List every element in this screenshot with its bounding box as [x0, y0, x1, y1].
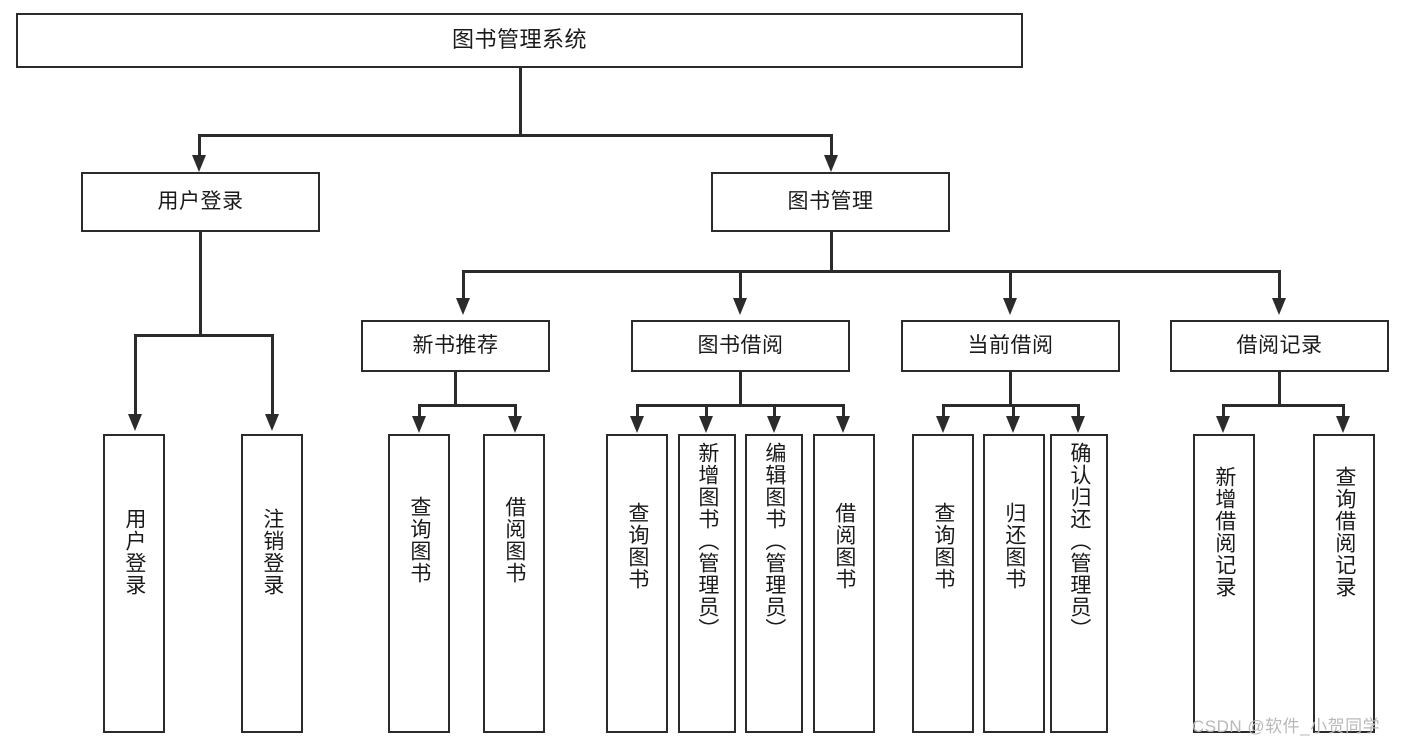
leaf-add-book-admin[interactable]: 新增图书（管理员）	[678, 434, 736, 733]
leaf-edit-book-admin[interactable]: 编辑图书（管理员）	[745, 434, 803, 733]
connector-new-book-to-leaf-2	[514, 404, 517, 418]
arrowhead-book-borrow-to-leaf-1	[630, 416, 644, 433]
arrowhead-borrow-records-to-leaf-2	[1336, 416, 1350, 433]
node-book-borrow[interactable]: 图书借阅	[631, 320, 850, 372]
arrowhead-new-book-to-leaf-2	[508, 416, 522, 433]
leaf-query-books-current-label: 查询图书	[931, 502, 955, 590]
connector-book-borrow-stem	[739, 372, 742, 406]
arrowhead-current-borrow-to-leaf-3	[1071, 416, 1085, 433]
node-book-management-label: 图书管理	[787, 190, 874, 214]
connector-new-book-stem	[454, 372, 457, 406]
leaf-query-books-borrow-label: 查询图书	[625, 502, 649, 590]
node-new-book-recommend[interactable]: 新书推荐	[361, 320, 550, 372]
arrowhead-book-mgmt-to-current	[1003, 298, 1017, 315]
connector-borrow-records-to-leaf-1	[1222, 404, 1225, 418]
arrowhead-book-mgmt-to-records	[1272, 298, 1286, 315]
leaf-borrow-book-label: 借阅图书	[832, 502, 856, 590]
arrowhead-user-login-to-leaf-1	[128, 414, 142, 431]
arrowhead-new-book-to-leaf-1	[412, 416, 426, 433]
connector-new-book-bar	[418, 404, 516, 407]
leaf-logout[interactable]: 注销登录	[241, 434, 303, 733]
leaf-query-books-borrow[interactable]: 查询图书	[606, 434, 668, 733]
leaf-return-book-label: 归还图书	[1002, 502, 1026, 590]
node-new-book-recommend-label: 新书推荐	[412, 334, 499, 358]
connector-new-book-to-leaf-1	[418, 404, 421, 418]
node-borrow-records-label: 借阅记录	[1236, 334, 1323, 358]
leaf-query-borrow-record-label: 查询借阅记录	[1332, 466, 1356, 598]
connector-user-login-to-leaf-2	[271, 334, 274, 416]
arrowhead-current-borrow-to-leaf-1	[936, 416, 950, 433]
connector-book-borrow-bar	[636, 404, 844, 407]
arrowhead-book-borrow-to-leaf-3	[767, 416, 781, 433]
arrowhead-book-borrow-to-leaf-4	[836, 416, 850, 433]
connector-current-borrow-stem	[1009, 372, 1012, 406]
arrowhead-root-to-user-login	[192, 155, 206, 172]
arrowhead-current-borrow-to-leaf-2	[1006, 416, 1020, 433]
connector-root-bar	[198, 134, 832, 137]
leaf-query-books-recommend-label: 查询图书	[407, 496, 431, 584]
connector-current-borrow-to-leaf-2	[1012, 404, 1015, 418]
node-current-borrow[interactable]: 当前借阅	[901, 320, 1120, 372]
leaf-edit-book-admin-label: 编辑图书（管理员）	[762, 442, 786, 640]
leaf-borrow-book[interactable]: 借阅图书	[813, 434, 875, 733]
node-book-borrow-label: 图书借阅	[697, 334, 784, 358]
leaf-confirm-return-admin-label: 确认归还（管理员）	[1067, 442, 1091, 640]
leaf-return-book[interactable]: 归还图书	[983, 434, 1045, 733]
connector-borrow-records-bar	[1222, 404, 1342, 407]
leaf-add-borrow-record-label: 新增借阅记录	[1212, 466, 1236, 598]
node-root-label: 图书管理系统	[451, 27, 587, 53]
arrowhead-book-borrow-to-leaf-2	[699, 416, 713, 433]
node-borrow-records[interactable]: 借阅记录	[1170, 320, 1389, 372]
arrowhead-root-to-book-mgmt	[824, 155, 838, 172]
connector-book-borrow-to-leaf-4	[842, 404, 845, 418]
connector-root-to-user-login	[198, 134, 201, 158]
leaf-logout-label: 注销登录	[260, 508, 284, 596]
leaf-borrow-books-recommend[interactable]: 借阅图书	[483, 434, 545, 733]
connector-book-borrow-to-leaf-1	[636, 404, 639, 418]
connector-current-borrow-to-leaf-1	[942, 404, 945, 418]
leaf-user-login-label: 用户登录	[122, 508, 146, 596]
connector-book-mgmt-to-borrow	[739, 270, 742, 300]
arrowhead-borrow-records-to-leaf-1	[1216, 416, 1230, 433]
arrowhead-book-mgmt-to-borrow	[733, 298, 747, 315]
arrowhead-book-mgmt-to-new-books	[456, 298, 470, 315]
node-current-borrow-label: 当前借阅	[967, 334, 1054, 358]
leaf-user-login[interactable]: 用户登录	[103, 434, 165, 733]
connector-book-mgmt-stem	[830, 232, 833, 272]
node-user-login[interactable]: 用户登录	[81, 172, 320, 232]
leaf-confirm-return-admin[interactable]: 确认归还（管理员）	[1050, 434, 1108, 733]
connector-user-login-stem	[199, 232, 202, 336]
connector-book-mgmt-to-current	[1009, 270, 1012, 300]
csdn-watermark: CSDN @软件_小贺同学	[1192, 717, 1381, 736]
node-book-management[interactable]: 图书管理	[711, 172, 950, 232]
connector-root-stem	[519, 68, 522, 135]
leaf-add-book-admin-label: 新增图书（管理员）	[695, 442, 719, 640]
node-user-login-label: 用户登录	[157, 190, 244, 214]
connector-book-mgmt-to-records	[1278, 270, 1281, 300]
connector-book-mgmt-to-new-books	[462, 270, 465, 300]
leaf-query-borrow-record[interactable]: 查询借阅记录	[1313, 434, 1375, 733]
leaf-query-books-current[interactable]: 查询图书	[912, 434, 974, 733]
connector-current-borrow-to-leaf-3	[1077, 404, 1080, 418]
arrowhead-user-login-to-leaf-2	[265, 414, 279, 431]
connector-user-login-bar	[134, 334, 272, 337]
connector-current-borrow-bar	[942, 404, 1079, 407]
connector-book-borrow-to-leaf-2	[705, 404, 708, 418]
leaf-borrow-books-recommend-label: 借阅图书	[502, 496, 526, 584]
connector-root-to-book-mgmt	[830, 134, 833, 158]
leaf-query-books-recommend[interactable]: 查询图书	[388, 434, 450, 733]
connector-borrow-records-to-leaf-2	[1342, 404, 1345, 418]
connector-book-borrow-to-leaf-3	[773, 404, 776, 418]
leaf-add-borrow-record[interactable]: 新增借阅记录	[1193, 434, 1255, 733]
node-root[interactable]: 图书管理系统	[16, 13, 1023, 68]
connector-book-mgmt-bar	[462, 270, 1280, 273]
connector-user-login-to-leaf-1	[134, 334, 137, 416]
connector-borrow-records-stem	[1278, 372, 1281, 406]
